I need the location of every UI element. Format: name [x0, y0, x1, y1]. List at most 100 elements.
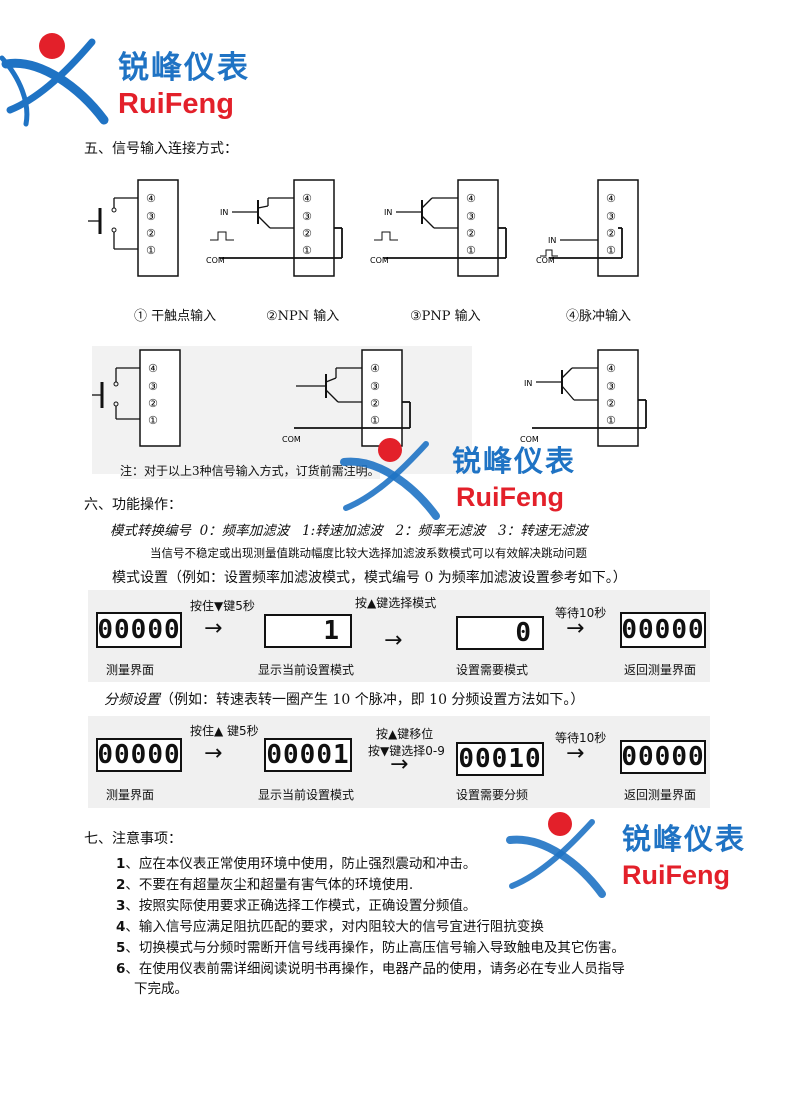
note-item-2: 2、不要在有超量灰尘和超量有害气体的环境使用.	[116, 877, 414, 893]
svg-text:IN: IN	[548, 236, 556, 245]
step-wait-1: 等待10秒	[555, 606, 607, 620]
step-shift: 按▲键移位	[376, 727, 434, 741]
lcd-set-mode: 0	[456, 616, 544, 650]
svg-text:②: ②	[148, 397, 158, 410]
svg-text:④: ④	[302, 192, 312, 205]
section5-title: 五、信号输入连接方式：	[84, 141, 238, 157]
logo-cn-text: 锐峰仪表	[118, 50, 250, 86]
divider-flow-panel	[88, 716, 710, 808]
divider-setting-desc: 分频设置（例如：转速表转一圈产生 10 个脉冲，即 10 分频设置方法如下。）	[104, 689, 584, 709]
svg-text:③: ③	[606, 380, 616, 393]
step-select-mode: 按▲键选择模式	[355, 596, 437, 610]
step-hold-down: 按住▼键5秒	[190, 599, 255, 613]
logo-mark-icon	[340, 438, 440, 520]
label-return-2: 返回测量界面	[624, 788, 697, 802]
svg-text:IN: IN	[220, 208, 228, 217]
logo-mark-icon	[0, 33, 109, 127]
caption-dry-contact: ① 干触点输入	[134, 309, 217, 324]
terminal-4: ④	[146, 192, 156, 205]
svg-text:④: ④	[148, 362, 158, 375]
svg-text:①: ①	[302, 244, 312, 257]
svg-text:②: ②	[606, 397, 616, 410]
lcd-measure-2: 00000	[96, 738, 182, 772]
wiring-diagrams: ④ ③ ② ① ④ ③ ② ① IN COM ④ ③	[88, 179, 647, 474]
lcd-return-1: 00000	[620, 612, 706, 648]
mode-list: 模式转换编号 0：频率加滤波 1:转速加滤波 2：频率无滤波 3：转速无滤波	[110, 523, 588, 539]
svg-text:①: ①	[148, 414, 158, 427]
svg-text:④: ④	[606, 192, 616, 205]
mode-flow-panel	[88, 590, 710, 682]
watermark-logo-2: 锐峰仪表 RuiFeng	[504, 810, 764, 900]
svg-text:②: ②	[466, 227, 476, 240]
lcd-set-divider: 00010	[456, 742, 544, 776]
svg-text:COM: COM	[370, 256, 389, 265]
diagram-dry-contact: ④ ③ ② ①	[88, 179, 179, 277]
note-item-3: 3、按照实际使用要求正确选择工作模式，正确设置分频值。	[116, 898, 477, 914]
svg-text:④: ④	[466, 192, 476, 205]
caption-npn: ②NPN 输入	[266, 309, 340, 324]
label-current-mode-1: 显示当前设置模式	[258, 663, 355, 677]
section6-title: 六、功能操作：	[84, 497, 182, 513]
svg-text:IN: IN	[524, 379, 532, 388]
label-current-mode-2: 显示当前设置模式	[258, 788, 355, 802]
arrow-5: →	[390, 752, 409, 777]
svg-text:①: ①	[466, 244, 476, 257]
mode-setting-desc: 模式设置（例如：设置频率加滤波模式，模式编号 0 为频率加滤波设置参考如下。）	[112, 570, 627, 586]
diagram-pnp: ④ ③ ② ① IN COM	[370, 179, 507, 277]
svg-text:④: ④	[370, 362, 380, 375]
diagram2-npn: ④ ③ ② ① COM	[282, 349, 411, 447]
label-measure-1: 测量界面	[106, 663, 155, 677]
svg-text:①: ①	[606, 244, 616, 257]
svg-text:③: ③	[606, 210, 616, 223]
svg-text:③: ③	[466, 210, 476, 223]
arrow-6: →	[566, 741, 585, 766]
logo-top: 锐峰仪表 RuiFeng	[0, 28, 260, 128]
watermark-cn: 锐峰仪表	[452, 444, 577, 478]
note-item-1: 1、应在本仪表正常使用环境中使用，防止强烈震动和冲击。	[116, 856, 477, 872]
section7-title: 七、注意事项：	[84, 831, 182, 847]
svg-text:②: ②	[370, 397, 380, 410]
label-set-divider: 设置需要分频	[456, 788, 529, 802]
svg-text:COM: COM	[206, 256, 225, 265]
terminal-2: ②	[146, 227, 156, 240]
svg-text:COM: COM	[282, 435, 301, 444]
svg-text:③: ③	[370, 380, 380, 393]
label-set-mode: 设置需要模式	[456, 663, 529, 677]
watermark2-cn: 锐峰仪表	[622, 822, 747, 856]
svg-text:COM: COM	[536, 256, 555, 265]
note-item-5: 5、切换模式与分频时需断开信号线再操作，防止高压信号输入导致触电及其它伤害。	[116, 940, 625, 956]
step-hold-up: 按住▲ 键5秒	[190, 724, 259, 738]
divider-setting-title: 分频设置	[104, 692, 160, 708]
svg-text:②: ②	[606, 227, 616, 240]
label-return-1: 返回测量界面	[624, 663, 697, 677]
divider-setting-example: （例如：转速表转一圈产生 10 个脉冲，即 10 分频设置方法如下。）	[160, 692, 585, 708]
svg-text:①: ①	[606, 414, 616, 427]
arrow-1: →	[204, 616, 223, 641]
lcd-return-2: 00000	[620, 740, 706, 774]
caption-pnp: ③PNP 输入	[410, 309, 481, 324]
arrow-3: →	[566, 616, 585, 641]
watermark2-en: RuiFeng	[622, 860, 730, 890]
svg-text:COM: COM	[520, 435, 539, 444]
svg-text:IN: IN	[384, 208, 392, 217]
order-note: 注：对于以上3种信号输入方式，订货前需注明。	[120, 462, 380, 479]
lcd-measure-1: 00000	[96, 612, 182, 648]
logo-mark-icon	[506, 812, 606, 898]
diagram2-pnp: ④ ③ ② ① IN COM	[520, 349, 647, 447]
diagram-pulse: ④ ③ ② ① IN COM	[536, 179, 639, 277]
caption-pulse: ④脉冲输入	[566, 309, 632, 324]
step-wait-2: 等待10秒	[555, 731, 607, 745]
note-item-6: 6、在使用仪表前需详细阅读说明书再操作，电器产品的使用，请务必在专业人员指导	[116, 961, 625, 977]
note-item-6-continued: 下完成。	[134, 981, 188, 997]
lcd-current-divider: 00001	[264, 738, 352, 772]
watermark-logo-1: 锐峰仪表 RuiFeng	[338, 432, 598, 522]
filter-hint: 当信号不稳定或出现测量值跳动幅度比较大选择加滤波系数模式可以有效解决跳动问题	[150, 546, 587, 560]
arrow-4: →	[204, 741, 223, 766]
svg-text:③: ③	[148, 380, 158, 393]
terminal-1: ①	[146, 244, 156, 257]
lcd-current-mode: 1	[264, 614, 352, 648]
terminal-3: ③	[146, 210, 156, 223]
svg-text:③: ③	[302, 210, 312, 223]
svg-text:①: ①	[370, 414, 380, 427]
watermark-en: RuiFeng	[456, 482, 564, 512]
